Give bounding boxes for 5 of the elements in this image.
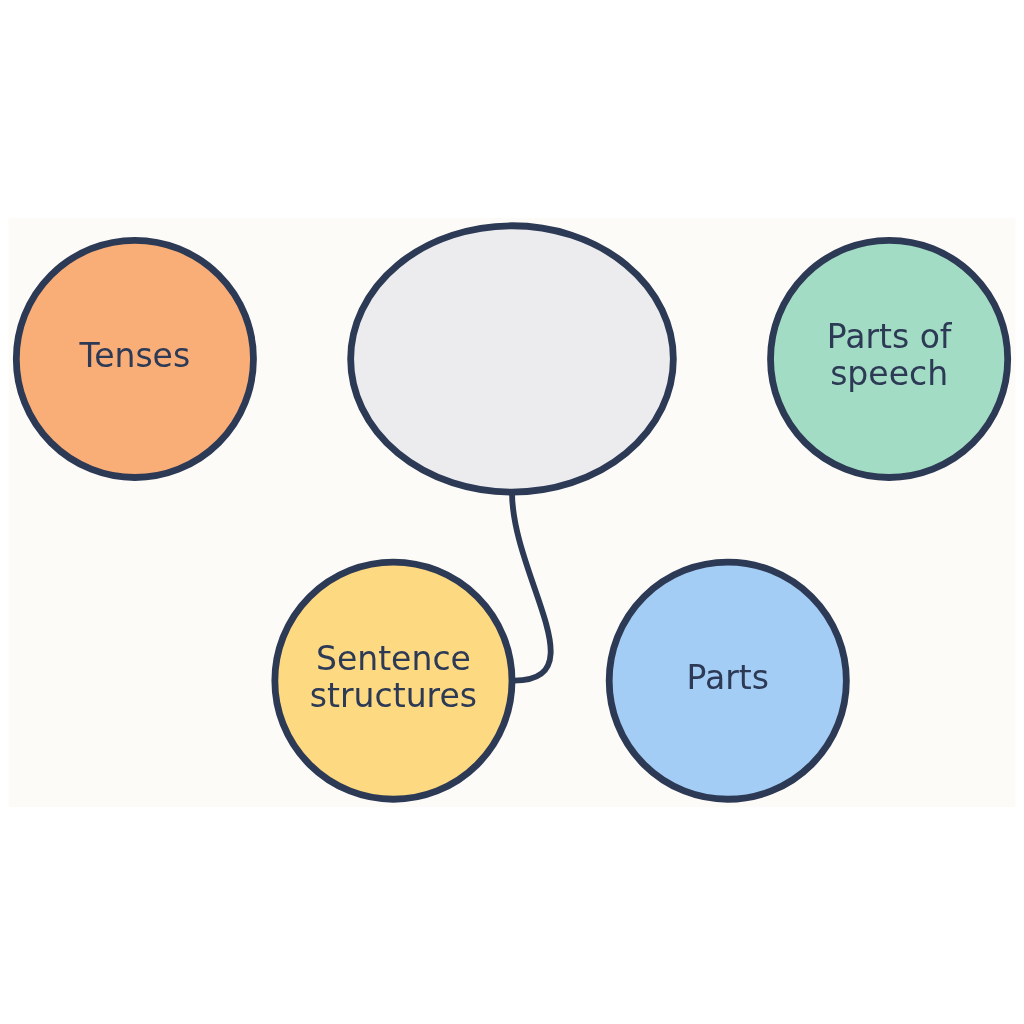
node-ellipse (347, 221, 677, 495)
node-circle: Sentence structures (271, 558, 516, 803)
node-circle: Parts of speech (767, 236, 1012, 481)
node-circle: Parts (605, 558, 850, 803)
node-circle: Tenses (12, 236, 257, 481)
